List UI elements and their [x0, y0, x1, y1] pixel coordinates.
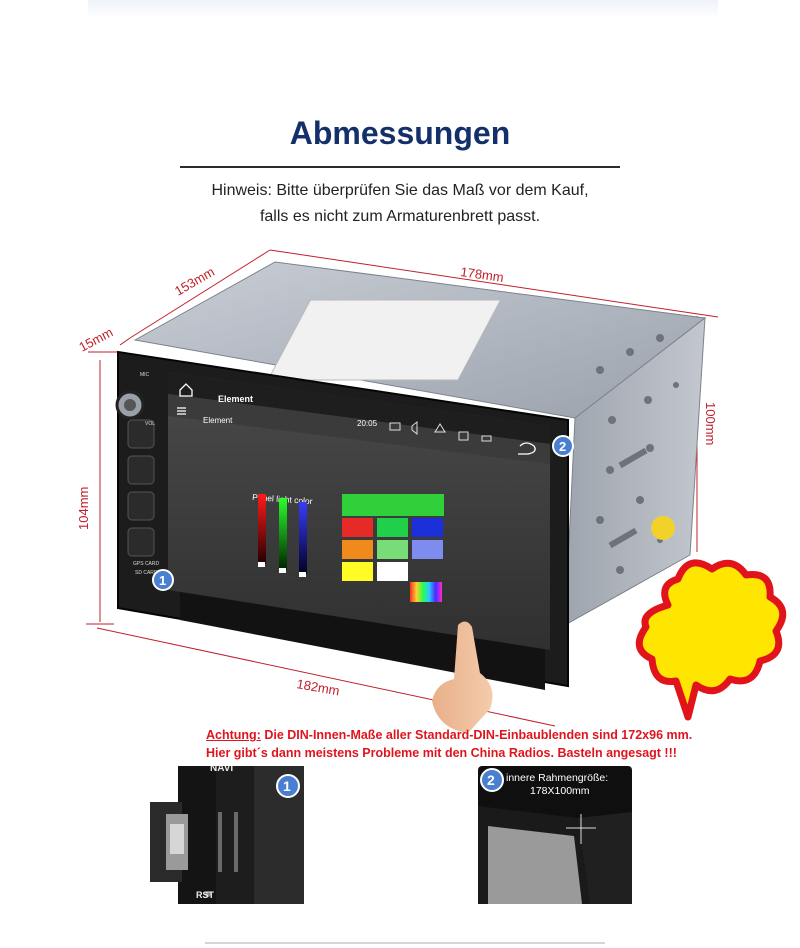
swatch-1: [342, 518, 373, 537]
swatch-header: [342, 494, 444, 516]
red-slider-thumb: [258, 562, 265, 567]
callout-2-text: 2: [559, 439, 566, 454]
frame-size-label: innere Rahmengröße:: [506, 772, 609, 784]
screen-status-icons: [389, 420, 492, 442]
hardware-button-column: [115, 390, 155, 557]
chassis-holes: [596, 334, 679, 574]
blue-slider: [299, 502, 307, 574]
warning-line-1-body: Die DIN-Innen-Maße aller Standard-DIN-Ei…: [260, 728, 693, 742]
hint-line-2: falls es nicht zum Armaturenbrett passt.: [259, 208, 541, 225]
mic-label: MIC: [140, 372, 150, 378]
swatch-3: [412, 518, 443, 537]
red-slider: [258, 494, 266, 564]
frame-size-value: 178X100mm: [530, 785, 590, 797]
detail-photo-2-graphic: [478, 766, 632, 904]
screen-home-icon: [179, 383, 193, 397]
chassis-label-sticker: [267, 299, 502, 381]
hint-text: Hinweis: Bitte überprüfen Sie das Maß vo…: [0, 178, 800, 230]
callout-1-text: 1: [159, 573, 166, 588]
title-underline: [180, 166, 620, 168]
swatch-2: [377, 518, 408, 537]
swatch-4: [342, 540, 373, 559]
screen-menu-icon: [177, 407, 186, 415]
detail-photo-1-graphic: [150, 766, 304, 904]
warning-text: Achtung: Die DIN-Innen-Maße aller Standa…: [206, 726, 796, 762]
swatch-8: [377, 562, 408, 581]
warning-line-1: Achtung: Die DIN-Innen-Maße aller Standa…: [206, 726, 796, 744]
color-swatch-grid: [342, 494, 444, 581]
screen-toolbar: [168, 394, 550, 464]
screen-status-bar: [168, 372, 550, 444]
front-bezel-lower-lip: [180, 580, 545, 690]
screen-back-icon: [518, 442, 536, 455]
bottom-divider: [205, 942, 605, 944]
page-title: Abmessungen: [289, 115, 511, 151]
detail-callout-1-number: 1: [283, 778, 291, 794]
blue-slider-thumb: [299, 572, 306, 577]
warning-lead: Achtung:: [206, 728, 261, 742]
detail-navi-label: NAVI: [210, 766, 234, 774]
detail-rst-label: RST: [196, 890, 214, 900]
dim-depth: 153mm: [172, 264, 217, 299]
detail-photo-1: NAVI RST 1: [150, 766, 304, 904]
dim-height-right: 100mm: [703, 402, 718, 445]
swatch-6: [412, 540, 443, 559]
top-banner-strip: [88, 0, 718, 18]
sd-card-label: SD CARD: [135, 570, 158, 576]
callout-2-marker: [552, 435, 574, 457]
dim-height-left: 104mm: [76, 487, 91, 530]
screen-drawer-title: Element: [203, 416, 233, 425]
swatch-7: [342, 562, 373, 581]
swatch-rainbow: [410, 582, 442, 602]
screen-clock: 20:05: [357, 419, 378, 428]
detail-callout-2-number: 2: [487, 772, 495, 788]
callout-1-marker: [152, 569, 174, 591]
dimension-lines: [86, 249, 719, 727]
dim-width-bottom: 182mm: [295, 676, 340, 698]
warning-line-2: Hier gibt´s dann meistens Probleme mit d…: [206, 746, 677, 760]
screen-app-title: Element: [218, 394, 253, 404]
dim-front-depth: 15mm: [76, 324, 115, 354]
vol-label: VOL: [145, 421, 155, 427]
dim-width-top: 178mm: [460, 264, 505, 285]
gps-card-label: GPS CARD: [133, 561, 160, 567]
green-slider-thumb: [279, 568, 286, 573]
hint-line-1: Hinweis: Bitte überprüfen Sie das Maß vo…: [211, 182, 589, 199]
detail-photo-2: 2 innere Rahmengröße: 178X100mm: [478, 766, 632, 904]
warranty-sticker: [651, 516, 675, 540]
green-slider: [279, 498, 287, 570]
warning-burst-shape: [635, 559, 787, 721]
pointing-finger: [432, 621, 493, 733]
swatch-5: [377, 540, 408, 559]
